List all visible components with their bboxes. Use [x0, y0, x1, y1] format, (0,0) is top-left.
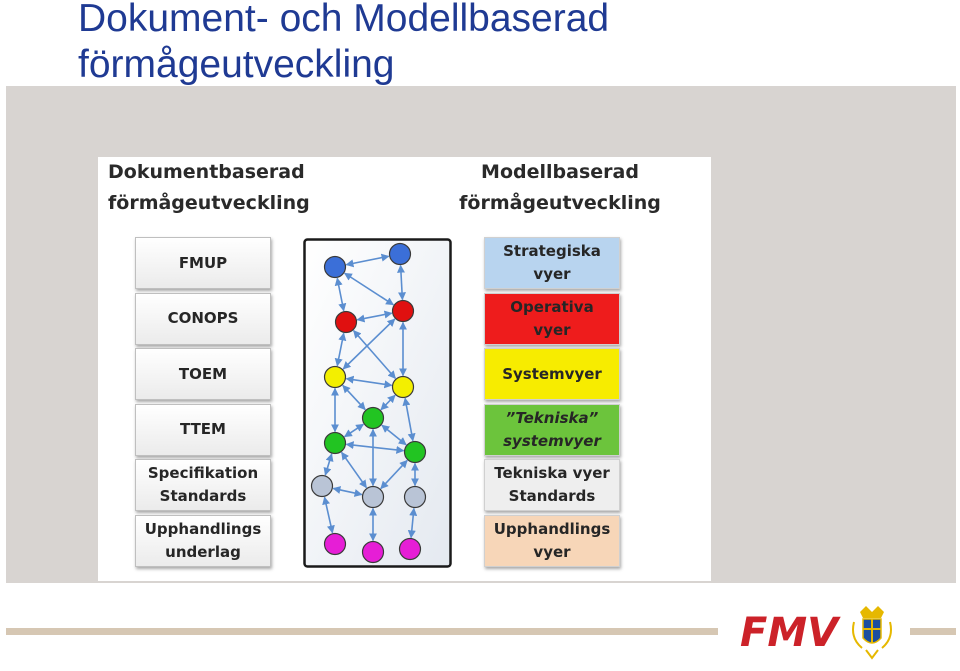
graph-edge: [343, 272, 395, 306]
graph-node: [403, 440, 427, 464]
box-label-line: CONOPS: [167, 309, 239, 327]
box-label-line: Strategiska: [503, 242, 601, 260]
document-box: FMUP: [135, 237, 271, 289]
box-label-line: systemvyer: [503, 431, 601, 450]
graph-node: [391, 375, 415, 399]
box-label: CONOPS: [168, 307, 239, 330]
footer-bar-right: [910, 628, 956, 635]
graph-nodes: [310, 242, 427, 564]
box-label-line: Standards: [159, 487, 247, 505]
graph-node: [398, 537, 422, 561]
graph-node: [323, 365, 347, 389]
document-box: TOEM: [135, 348, 271, 400]
model-view-box: Strategiska vyer: [484, 237, 620, 289]
graph-edge: [334, 332, 347, 367]
footer-bar: [6, 628, 718, 635]
model-graph: [303, 238, 452, 568]
graph-node: [403, 485, 427, 509]
left-heading-line-1: Dokumentbaserad: [108, 161, 305, 183]
box-label-line: TTEM: [180, 420, 226, 438]
graph-node: [361, 540, 385, 564]
box-label-line: vyer: [533, 542, 571, 561]
box-label-line: underlag: [165, 542, 241, 561]
graph-edge: [345, 375, 393, 389]
graph-edge: [380, 459, 408, 490]
right-heading-line-2: förmågeutveckling: [459, 192, 661, 214]
graph-node: [334, 310, 358, 334]
graph-edge: [322, 496, 335, 534]
comparison-figure: Dokumentbaserad förmågeutveckling Modell…: [98, 157, 711, 581]
document-box: Upphandlings underlag: [135, 514, 271, 567]
left-column-heading: Dokumentbaserad förmågeutveckling: [98, 157, 320, 219]
graph-node: [361, 485, 385, 509]
graph-edges: [322, 253, 419, 542]
graph-edge: [407, 507, 418, 539]
graph-frame: [303, 238, 452, 568]
graph-edge: [340, 451, 368, 489]
box-label: FMUP: [179, 252, 227, 275]
graph-node: [323, 431, 347, 455]
box-label-line: TOEM: [178, 364, 228, 383]
crown-shield-icon: [852, 606, 892, 660]
graph-edge: [342, 318, 396, 370]
graph-node: [388, 242, 412, 266]
page-title: Dokument- och Modellbaserad förmågeutvec…: [78, 0, 609, 88]
model-view-box: ”Tekniska” systemvyer: [484, 403, 620, 456]
right-column-heading: Modellbaserad förmågeutveckling: [450, 157, 670, 219]
box-label-line: vyer: [533, 320, 571, 339]
graph-edge: [342, 384, 366, 411]
box-label: Systemvyer: [502, 363, 602, 386]
fmv-logo-text: FMV: [740, 610, 841, 656]
box-label-line: Tekniska vyer: [494, 464, 610, 482]
graph-edge: [332, 486, 363, 497]
graph-node: [361, 406, 385, 430]
graph-edge: [345, 253, 390, 268]
graph-edge: [396, 264, 407, 301]
box-label-line: ”Tekniska”: [505, 408, 599, 427]
box-label: TOEM: [179, 363, 227, 386]
graph-node: [391, 299, 415, 323]
model-view-box: Systemvyer: [484, 348, 620, 400]
document-box: CONOPS: [135, 292, 271, 345]
box-label-line: vyer: [533, 265, 571, 283]
box-label: TTEM: [180, 418, 226, 441]
graph-edge: [334, 277, 347, 312]
graph-node: [323, 255, 347, 279]
graph-node: [310, 474, 334, 498]
box-label-line: Standards: [508, 487, 596, 505]
graph-edge: [402, 397, 416, 442]
right-heading-line-1: Modellbaserad: [481, 161, 639, 183]
graph-edge: [343, 423, 365, 438]
title-line-1: Dokument- och Modellbaserad: [78, 0, 610, 40]
title-line-2: förmågeutveckling: [78, 43, 395, 86]
box-label-line: FMUP: [178, 253, 228, 272]
model-view-box: Upphandlings vyer: [484, 514, 620, 567]
box-label-line: Systemvyer: [502, 364, 602, 383]
box-label: ”Tekniska” systemvyer: [503, 407, 601, 453]
box-label-line: Operativa: [510, 297, 594, 316]
fmv-logo: FMV: [740, 606, 892, 660]
box-label: Operativa vyer: [510, 296, 593, 342]
box-label-line: Specifikation: [147, 464, 259, 482]
box-label-line: Upphandlings: [493, 519, 611, 538]
box-label-line: Upphandlings: [144, 519, 262, 538]
box-label: Upphandlings vyer: [494, 518, 611, 564]
graph-edge: [323, 453, 334, 476]
box-label: Strategiska vyer: [503, 240, 601, 286]
left-heading-line-2: förmågeutveckling: [108, 192, 310, 214]
graph-edge: [380, 394, 396, 411]
model-view-box: Operativa vyer: [484, 292, 620, 345]
box-label: Upphandlings underlag: [145, 518, 262, 564]
document-box: TTEM: [135, 403, 271, 456]
graph-node: [323, 532, 347, 556]
